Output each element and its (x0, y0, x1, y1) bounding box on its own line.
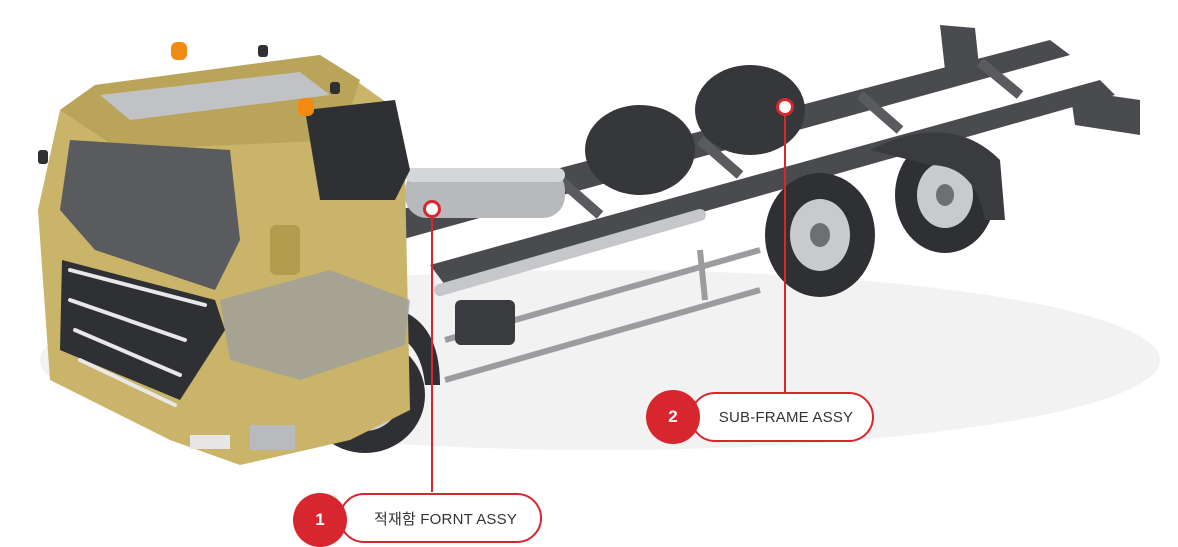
rear-wheels (585, 65, 1005, 297)
callout-pin-1[interactable] (423, 200, 441, 218)
callout-label-pill[interactable]: SUB-FRAME ASSY (690, 392, 874, 442)
callout-number: 1 (315, 510, 325, 529)
callout-label: SUB-FRAME ASSY (718, 408, 854, 426)
exhaust-pipe (434, 209, 706, 296)
leader-line-1 (431, 209, 433, 492)
truck-cab (38, 55, 410, 465)
callout-label-pill[interactable]: 적재함 FORNT ASSY (339, 493, 542, 543)
leader-line-2 (784, 107, 786, 392)
battery-box (455, 300, 515, 345)
beacon-lights (171, 42, 314, 116)
callout-number-badge: 2 (646, 390, 700, 444)
mirror (38, 45, 340, 164)
callout-label: 적재함 FORNT ASSY (373, 510, 518, 528)
chassis-frame (380, 25, 1140, 285)
callout-pin-2[interactable] (776, 98, 794, 116)
callout-number-badge: 1 (293, 493, 347, 547)
fuel-tank (405, 168, 565, 218)
callout-number: 2 (668, 407, 678, 426)
